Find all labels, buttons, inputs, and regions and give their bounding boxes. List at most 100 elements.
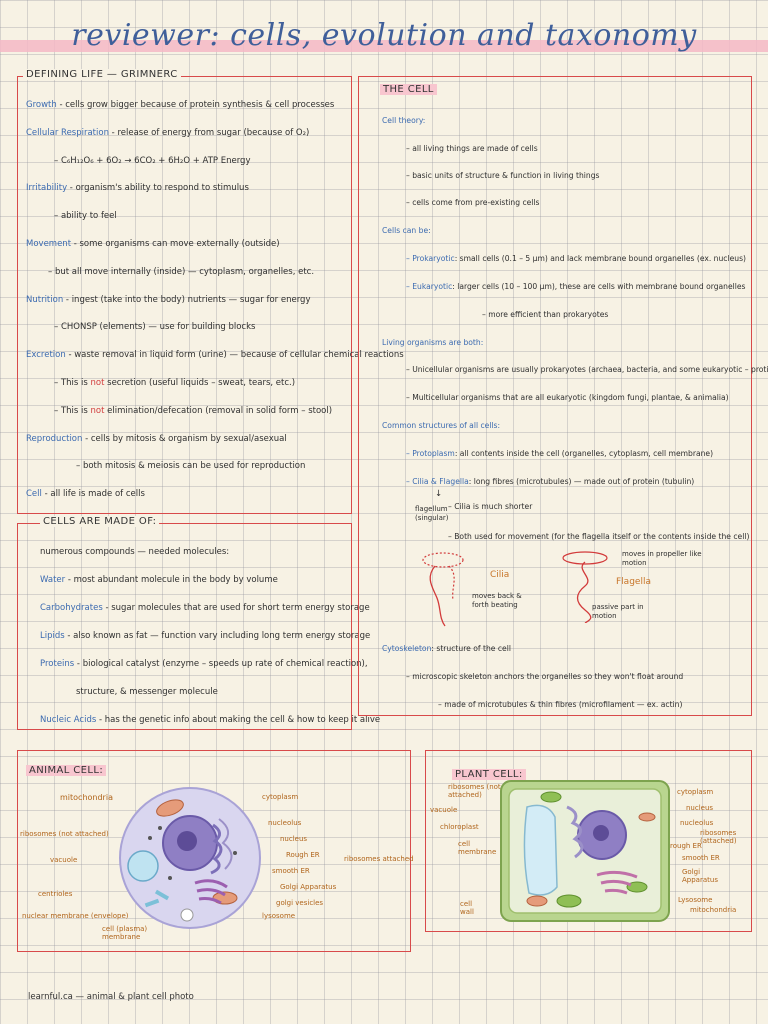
text: – This is not elimination/defecation (re… — [54, 405, 333, 416]
animal-label-smooth-er: smooth ER — [272, 867, 310, 875]
dl-rows-line: – C₆H₁₂O₆ + 6O₂ → 6CO₂ + 6H₂O + ATP Ener… — [54, 156, 250, 167]
the-cell-line: – Cilia & Flagella: long fibres (microtu… — [406, 476, 694, 487]
the-cell-line: Cells can be: — [382, 225, 431, 236]
animal-label-ribosomes-attached: ribosomes attached — [344, 855, 414, 863]
cm-rows-line: numerous compounds — needed molecules: — [40, 547, 229, 558]
animal-label-nuclear-membrane: nuclear membrane (envelope) — [22, 912, 129, 920]
text: – more efficient than prokaryotes — [482, 310, 609, 319]
cells-made-of-header: CELLS ARE MADE OF: — [40, 516, 160, 527]
dl-rows-line: Nutrition - ingest (take into the body) … — [26, 295, 310, 306]
text: : structure of the cell — [431, 644, 511, 653]
cm-rows-line: Lipids - also known as fat — function va… — [40, 631, 370, 642]
animal-label-rough-er: Rough ER — [286, 851, 320, 859]
text: - most abundant molecule in the body by … — [65, 575, 278, 585]
dl-rows-line: Movement - some organisms can move exter… — [26, 239, 280, 250]
plant-label-cell-wall: cell wall — [460, 900, 474, 916]
term: Nutrition — [26, 294, 64, 305]
text: – Unicellular organisms are usually prok… — [406, 365, 768, 374]
plant-cell-diagram — [500, 780, 670, 922]
the-cell-line: Cell theory: — [382, 115, 425, 126]
dl-rows-line: – CHONSP (elements) — use for building b… — [54, 322, 255, 333]
cilia-note: moves back & forth beating — [472, 592, 522, 609]
text: – microscopic skeleton anchors the organ… — [406, 672, 684, 681]
animal-cell-diagram — [119, 787, 261, 929]
term: Nucleic Acids — [40, 715, 97, 725]
dl-rows-line: Irritability - organism's ability to res… — [26, 183, 249, 194]
term: Cell theory: — [382, 116, 426, 125]
the-cell-line: – Protoplasm: all contents inside the ce… — [406, 448, 713, 459]
text: – but all move internally (inside) — cyt… — [48, 266, 315, 277]
defining-life-box — [17, 76, 352, 514]
the-cell-box — [358, 76, 752, 716]
dl-rows-line: Excretion - waste removal in liquid form… — [26, 350, 404, 361]
text: – Cilia is much shorter — [448, 502, 533, 511]
footer-credit: learnful.ca — animal & plant cell photo — [28, 992, 194, 1002]
animal-label-ribosomes-not-attached: ribosomes (not attached) — [20, 830, 109, 838]
the-cell-line: – more efficient than prokaryotes — [482, 309, 608, 320]
term: – Protoplasm — [406, 449, 455, 458]
text: - cells grow bigger because of protein s… — [56, 100, 335, 110]
term: Growth — [26, 100, 57, 110]
cilia-label: Cilia — [490, 570, 510, 580]
text: - waste removal in liquid form (urine) —… — [65, 350, 404, 361]
term: Cellular Respiration — [26, 127, 109, 138]
page-title: reviewer: cells, evolution and taxonomy — [71, 18, 697, 53]
title-highlight — [0, 40, 768, 52]
text: – Multicellular organisms that are all e… — [406, 393, 729, 402]
text: - biological catalyst (enzyme – speeds u… — [74, 659, 368, 669]
cm-rows-line: structure, & messenger molecule — [76, 687, 218, 698]
animal-cell-header: ANIMAL CELL: — [26, 765, 107, 776]
plant-label-smooth-er: smooth ER — [682, 854, 720, 862]
animal-label-golgi-vesicles: golgi vesicles — [276, 899, 324, 907]
plant-label-nucleus: nucleus — [686, 804, 714, 812]
plant-label-ribosomes-not-attached: ribosomes (not attached) — [448, 783, 501, 799]
text: – CHONSP (elements) — use for building b… — [54, 322, 256, 333]
text: - ingest (take into the body) nutrients … — [63, 294, 311, 305]
plant-label-cytoplasm: cytoplasm — [677, 788, 714, 796]
defining-life-header: DEFINING LIFE — GRIMNERC — [23, 69, 181, 80]
animal-label-cell-membrane: cell (plasma) membrane — [102, 925, 148, 941]
text: – made of microtubules & thin fibres (mi… — [438, 700, 683, 709]
the-cell-line: – Multicellular organisms that are all e… — [406, 392, 729, 403]
dl-rows-line: Reproduction - cells by mitosis & organi… — [26, 434, 287, 445]
dl-rows-line: – ability to feel — [54, 211, 117, 222]
text: – all living things are made of cells — [406, 144, 538, 153]
the-cell-line: Common structures of all cells: — [382, 420, 500, 431]
cm-rows-line: Carbohydrates - sugar molecules that are… — [40, 603, 370, 614]
term: Cells can be: — [382, 226, 431, 235]
text: – both mitosis & meiosis can be used for… — [76, 461, 306, 472]
flagella-drawing — [562, 551, 608, 623]
cm-rows-line: Water - most abundant molecule in the bo… — [40, 575, 278, 586]
dl-rows-line: Growth - cells grow bigger because of pr… — [26, 100, 334, 111]
cm-rows-line: Nucleic Acids - has the genetic info abo… — [40, 715, 380, 726]
term: – Prokaryotic — [406, 254, 455, 263]
term: Water — [40, 575, 66, 585]
text: - all life is made of cells — [41, 489, 145, 500]
text: - cells by mitosis & organism by sexual/… — [82, 433, 287, 444]
flagella-note-1: moves in propeller like motion — [622, 550, 702, 567]
the-cell-line: – Cilia is much shorter — [448, 501, 532, 512]
dl-rows-line: – both mitosis & meiosis can be used for… — [76, 461, 305, 472]
flagella-label: Flagella — [616, 577, 651, 587]
plant-label-rough-er: rough ER — [670, 842, 702, 850]
text: – This is not secretion (useful liquids … — [54, 378, 296, 388]
flagellum-note: flagellum (singular) — [415, 505, 449, 522]
text: : small cells (0.1 – 5 μm) and lack memb… — [454, 254, 746, 263]
dl-rows-line: Cellular Respiration - release of energy… — [26, 128, 309, 139]
text: : larger cells (10 – 100 μm), these are … — [452, 282, 746, 291]
term: Cell — [26, 489, 42, 500]
animal-label-nucleolus: nucleolus — [268, 819, 302, 827]
animal-label-centrioles: centrioles — [38, 890, 73, 898]
term: Irritability — [26, 183, 68, 194]
term: Common structures of all cells: — [382, 421, 501, 430]
text: - also known as fat — function vary incl… — [64, 631, 371, 641]
text: – cells come from pre-existing cells — [406, 198, 540, 207]
plant-label-vacuole: vacuole — [430, 806, 458, 814]
term: Proteins — [40, 659, 75, 669]
plant-label-golgi-apparatus: Golgi Apparatus — [682, 868, 718, 884]
text: : long fibres (microtubules) — made out … — [468, 477, 695, 486]
text: – ability to feel — [54, 211, 117, 222]
the-cell-line: – Prokaryotic: small cells (0.1 – 5 μm) … — [406, 253, 746, 264]
text: : all contents inside the cell (organell… — [454, 449, 714, 458]
dl-rows-line: Cell - all life is made of cells — [26, 489, 145, 500]
